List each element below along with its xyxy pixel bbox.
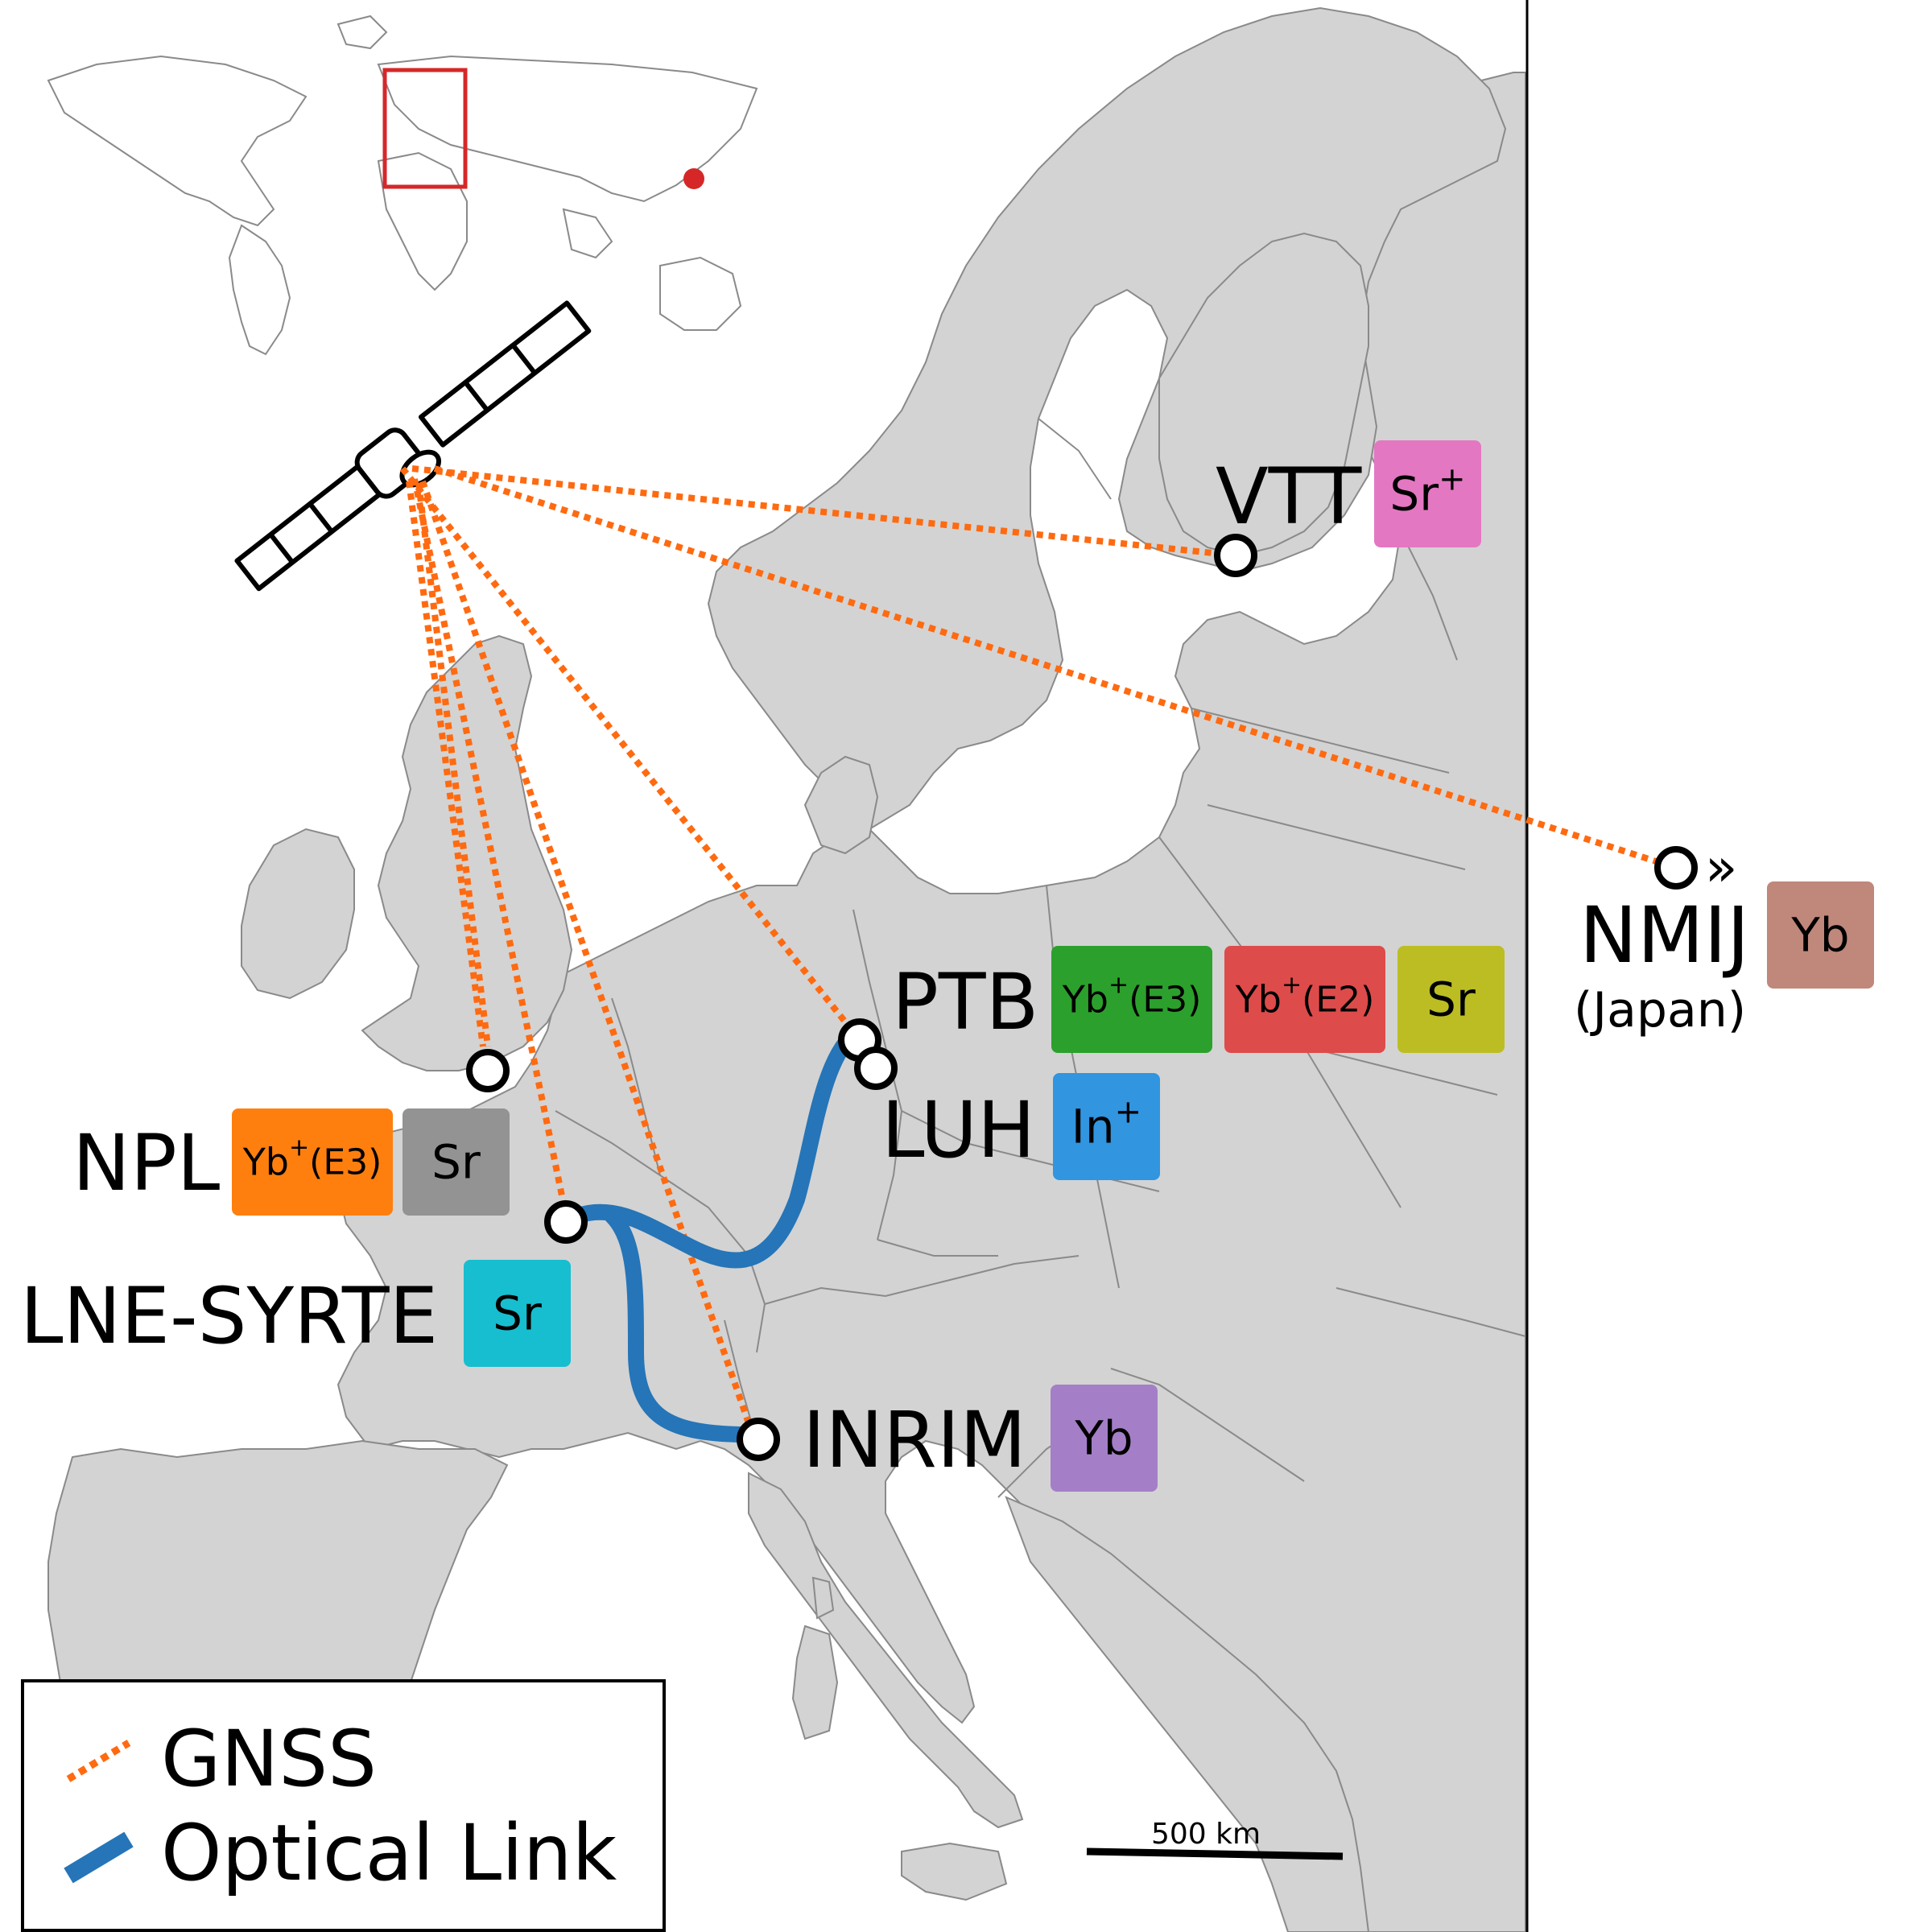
nmij-marker (1654, 846, 1698, 890)
gnss-links (399, 465, 1678, 1425)
lne-marker (544, 1200, 588, 1244)
clock-badge-label-inrim-0: Yb (1074, 1411, 1133, 1466)
gnss-link-lne (411, 478, 567, 1204)
scale-bar-label: 500 km (1151, 1818, 1261, 1851)
gnss-link-npl-a (415, 482, 491, 1047)
site-name-ptb: PTB (892, 957, 1038, 1047)
gnss-link-inrim (419, 480, 752, 1425)
legend-optical-swatch (64, 1831, 134, 1884)
nmij-arrow: » (1705, 836, 1737, 898)
clock-badge-label-ptb-0: Yb+(E3) (1062, 971, 1202, 1022)
inrim-marker (737, 1418, 780, 1461)
clock-badge-luh-0 (1053, 1073, 1160, 1180)
npl-marker (466, 1049, 510, 1092)
legend-gnss-label: GNSS (161, 1714, 377, 1804)
clock-badge-ptb-2 (1397, 946, 1505, 1053)
clock-badge-label-vtt-0: Sr+ (1389, 461, 1465, 522)
clock-badge-nmij-0 (1767, 881, 1874, 989)
site-markers (466, 534, 1698, 1461)
scale-bar-line (1086, 1847, 1344, 1860)
site-name-lne: LNE-SYRTE (20, 1271, 438, 1361)
gnss-link-vtt (411, 465, 1236, 559)
clock-badge-npl-0 (232, 1108, 393, 1216)
europe-inset-box (382, 68, 468, 189)
site-sublabel-nmij: (Japan) (1574, 982, 1746, 1038)
gnss-link-npl-b (406, 481, 486, 1047)
legend-optical-label: Optical Link (161, 1808, 617, 1898)
clock-badge-label-ptb-1: Yb+(E2) (1235, 971, 1375, 1022)
scale-bar: 500 km (1086, 1818, 1344, 1860)
clock-badge-label-npl-1: Sr (431, 1135, 481, 1190)
gnss-link-ptb (399, 466, 863, 1042)
luh-marker (854, 1046, 898, 1090)
clock-badge-npl-1 (402, 1108, 510, 1216)
clock-badge-label-ptb-2: Sr (1426, 972, 1476, 1027)
legend-gnss-swatch (66, 1740, 131, 1782)
site-name-luh: LUH (881, 1085, 1035, 1175)
site-name-inrim: INRIM (803, 1395, 1026, 1485)
clock-badge-label-lne-0: Sr (493, 1286, 542, 1341)
clock-badge-ptb-1 (1224, 946, 1385, 1053)
vtt-marker (1214, 534, 1257, 577)
clock-badge-lne-0 (464, 1260, 571, 1367)
japan-marker (683, 168, 704, 189)
world-inset (47, 14, 758, 356)
legend-box (21, 1679, 666, 1932)
clock-badge-label-luh-0: In+ (1071, 1094, 1141, 1154)
clock-badge-label-nmij-0: Yb (1790, 908, 1849, 963)
clock-badge-ptb-0 (1051, 946, 1212, 1053)
site-name-npl: NPL (72, 1118, 220, 1208)
site-labels: VTT » NMIJ (Japan) PTB LUH NPL LNE-SYRTE… (20, 452, 1749, 1485)
clock-badge-inrim-0 (1051, 1385, 1158, 1492)
clock-badge-label-npl-0: Yb+(E3) (242, 1133, 382, 1184)
legend: GNSS Optical Link (21, 1679, 666, 1932)
clock-badge-vtt-0 (1374, 440, 1481, 547)
satellite-icon (234, 300, 592, 592)
site-name-vtt: VTT (1216, 452, 1362, 542)
site-name-nmij: NMIJ (1579, 890, 1749, 980)
optical-link-path (559, 1026, 861, 1443)
